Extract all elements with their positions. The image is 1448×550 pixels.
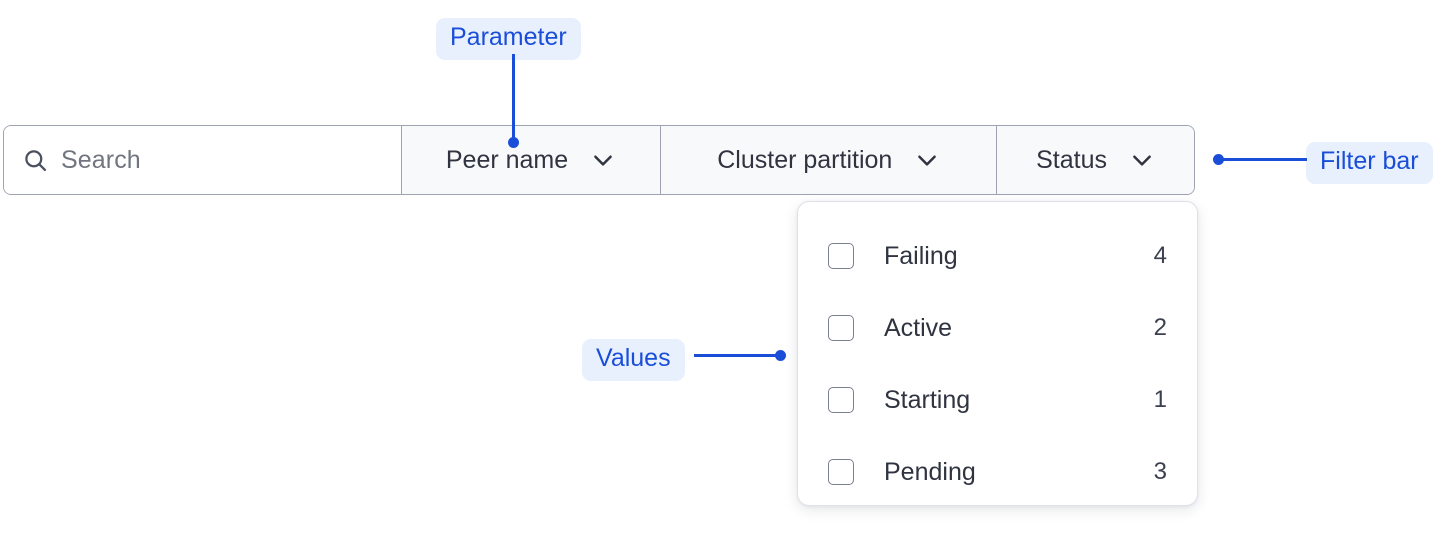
dropdown-option-active[interactable]: Active 2 [828, 292, 1167, 364]
dropdown-option-starting[interactable]: Starting 1 [828, 364, 1167, 436]
filter-dropdown-peer-name[interactable]: Peer name [401, 126, 662, 194]
dropdown-option-label: Active [884, 313, 953, 342]
dropdown-option-failing[interactable]: Failing 4 [828, 220, 1167, 292]
filter-dropdown-cluster-partition[interactable]: Cluster partition [661, 126, 998, 194]
status-dropdown-panel: Failing 4 Active 2 Starting 1 Pending 3 [797, 201, 1198, 506]
annotation-dot-values [775, 350, 786, 361]
dropdown-option-label: Starting [884, 385, 971, 414]
filter-dropdown-status-label: Status [1036, 145, 1107, 174]
annotation-leader-line-filter-bar [1221, 158, 1307, 161]
filter-bar: Search Peer name Cluster partition Statu… [3, 125, 1195, 195]
dropdown-option-count: 3 [1153, 458, 1167, 485]
dropdown-option-count: 1 [1153, 386, 1167, 413]
checkbox-starting[interactable] [828, 387, 854, 413]
annotation-dot-parameter [508, 137, 519, 148]
chevron-down-icon [1129, 147, 1155, 173]
dropdown-option-label: Pending [884, 457, 976, 486]
checkbox-active[interactable] [828, 315, 854, 341]
annotation-leader-line-values [694, 354, 780, 357]
chevron-down-icon [590, 147, 616, 173]
chevron-down-icon [914, 147, 940, 173]
search-field[interactable]: Search [4, 126, 402, 194]
filter-dropdown-status[interactable]: Status [997, 126, 1194, 194]
search-input-placeholder[interactable]: Search [61, 145, 141, 174]
dropdown-option-count: 4 [1153, 242, 1167, 269]
annotation-dot-filter-bar [1213, 154, 1224, 165]
annotation-label-values: Values [582, 339, 685, 381]
checkbox-pending[interactable] [828, 459, 854, 485]
search-icon [22, 147, 49, 174]
annotation-label-parameter: Parameter [436, 18, 581, 60]
dropdown-option-count: 2 [1153, 314, 1167, 341]
annotation-label-filter-bar: Filter bar [1306, 142, 1433, 184]
dropdown-option-label: Failing [884, 241, 958, 270]
annotation-leader-line-parameter [512, 54, 515, 142]
filter-dropdown-cluster-partition-label: Cluster partition [717, 145, 893, 174]
checkbox-failing[interactable] [828, 243, 854, 269]
filter-dropdown-peer-name-label: Peer name [445, 145, 569, 174]
dropdown-option-pending[interactable]: Pending 3 [828, 436, 1167, 508]
